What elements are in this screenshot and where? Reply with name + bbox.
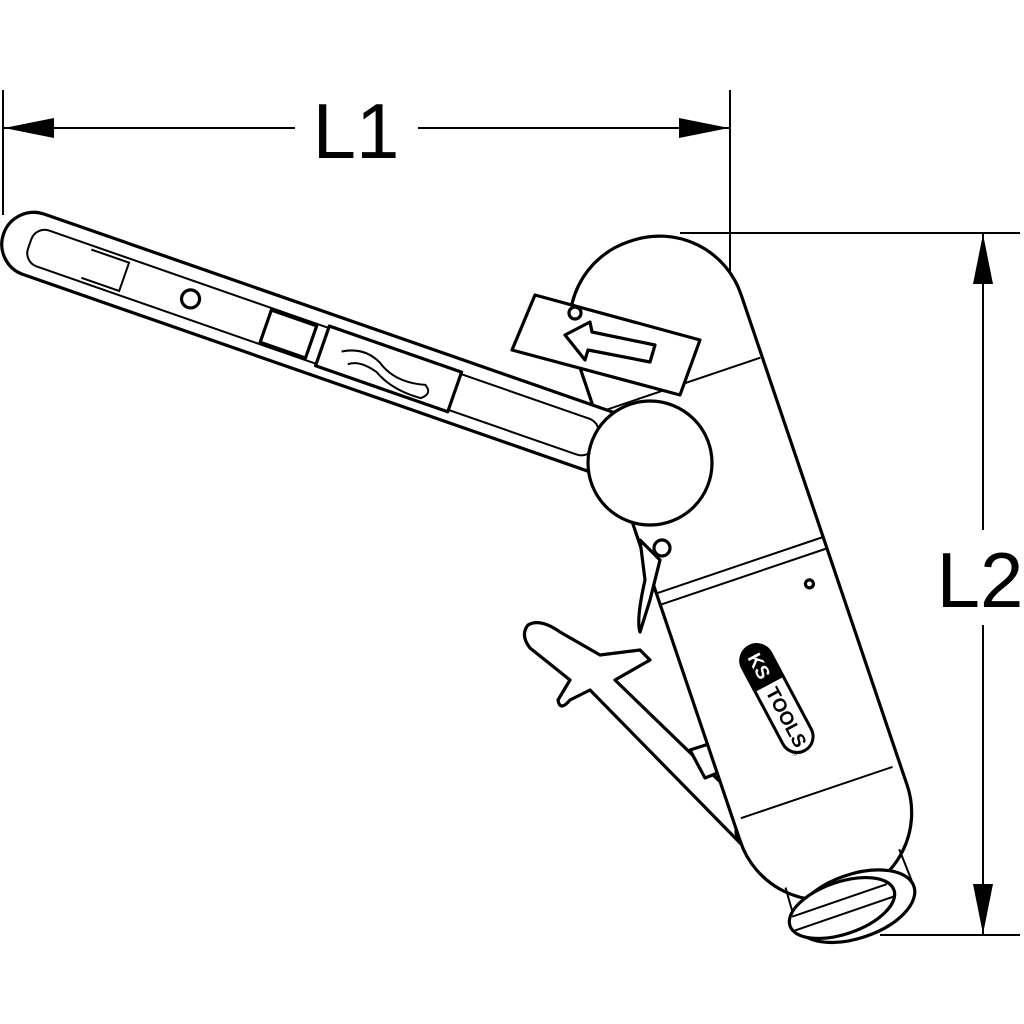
ks-tools-logo: KS TOOLS ®: [739, 643, 815, 758]
dimension-label-l2: L2: [937, 536, 1024, 624]
dimension-label-l1: L1: [313, 87, 400, 175]
dimension-l1: L1: [2, 87, 731, 272]
tension-pin: [637, 538, 662, 634]
belt-arm: [0, 210, 669, 488]
svg-text:®: ®: [790, 749, 800, 758]
dimension-l2: L2: [680, 232, 1024, 936]
direction-arrow-icon: [563, 320, 657, 364]
drive-wheel: [586, 399, 714, 527]
rotation-direction-plate: [510, 293, 702, 397]
air-inlet: [787, 875, 897, 941]
